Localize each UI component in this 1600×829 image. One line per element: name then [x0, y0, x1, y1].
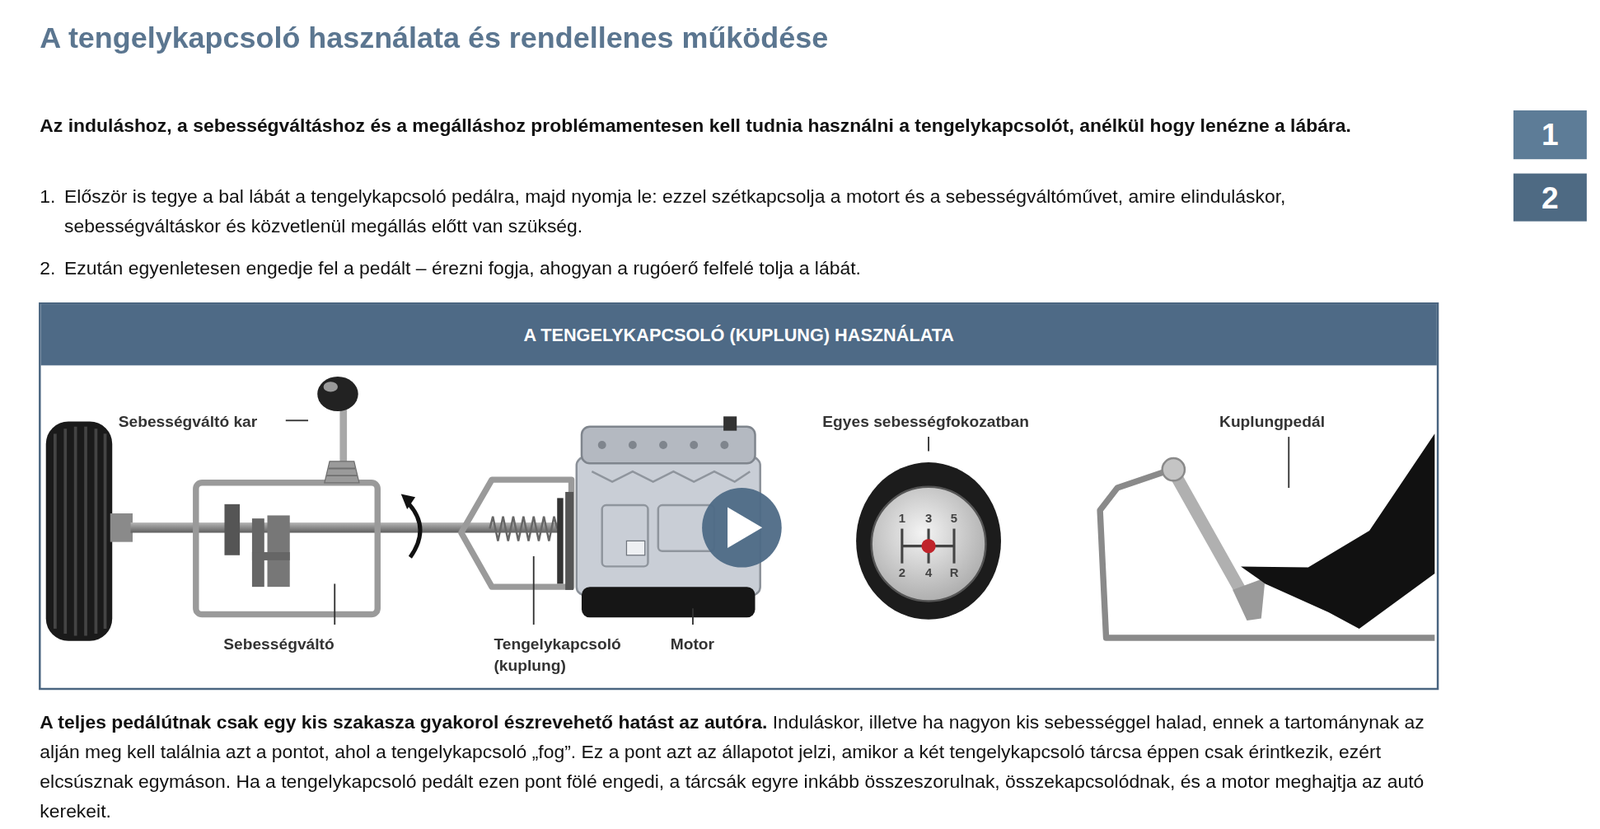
gear-number: R [949, 566, 960, 581]
engine [576, 416, 782, 618]
clutch-plate [556, 497, 563, 584]
engine-detail [626, 540, 645, 555]
section-tab: 2 [1513, 173, 1587, 222]
section-tab: 1 [1513, 110, 1587, 160]
gear-number: 3 [925, 511, 932, 525]
list-number: 2. [39, 252, 65, 283]
play-icon [727, 507, 763, 549]
gearbox-housing [196, 482, 378, 615]
paragraph-lead: A teljes pedálútnak csak egy kis szakasz… [39, 711, 768, 733]
bolt [628, 440, 637, 450]
play-button [701, 487, 782, 568]
gear-number: 1 [898, 511, 906, 525]
leader-line [533, 556, 535, 625]
leader-line [692, 608, 694, 625]
paragraph: A teljes pedálútnak csak egy kis szakasz… [39, 706, 1427, 826]
knob-face [871, 486, 987, 602]
figure-panel: A TENGELYKAPCSOLÓ (KUPLUNG) HASZNÁLATA [38, 302, 1439, 691]
pedal-pivot [1162, 458, 1185, 481]
bolt [689, 440, 698, 450]
tyre [46, 421, 113, 641]
part-label: Motor [670, 632, 715, 655]
bolt [659, 440, 668, 450]
engine-rib [591, 471, 750, 482]
oil-pan [581, 586, 756, 618]
page-title: A tengelykapcsoló használata és rendelle… [39, 19, 829, 57]
clutch-housing [461, 479, 572, 587]
gear-number: 2 [898, 566, 906, 581]
tread [74, 426, 78, 637]
part-label: Sebességváltó kar [118, 410, 258, 432]
tab-number: 2 [1541, 180, 1559, 216]
part-label: Tengelykapcsoló (kuplung) [493, 632, 647, 676]
gear [266, 514, 290, 587]
arrowhead [401, 493, 416, 510]
tread [63, 428, 67, 634]
leader-line [285, 419, 309, 422]
hub [110, 513, 133, 543]
bolt [598, 440, 607, 450]
panel-heading: A TENGELYKAPCSOLÓ (KUPLUNG) HASZNÁLATA [41, 304, 1437, 365]
part-label: Sebességváltó [223, 632, 334, 655]
engine-cap [723, 416, 737, 431]
rotation-arrow [409, 504, 421, 557]
clutch-plate [565, 491, 574, 590]
list-text: Először is tegye a bal lábát a tengelyka… [64, 181, 1422, 241]
intro-text: Az induláshoz, a sebességváltáshoz és a … [39, 110, 1413, 141]
tread [53, 433, 57, 629]
part-label: Kuplungpedál [1219, 410, 1325, 432]
tread [84, 426, 88, 637]
bolt [720, 440, 729, 450]
tab-number: 1 [1541, 116, 1559, 152]
lever-boot [326, 474, 357, 477]
position-dot [921, 538, 936, 553]
engine-panel [602, 505, 649, 567]
gear-number: 5 [950, 511, 958, 525]
lever-knob [317, 376, 359, 412]
lever-boot [324, 461, 360, 483]
tread [103, 433, 108, 629]
lever-knob [323, 381, 338, 392]
gear-knob [856, 462, 1002, 620]
clutch-spring [489, 516, 557, 542]
gear-number: 4 [925, 566, 932, 581]
list-text: Ezután egyenletesen engedje fel a pedált… [64, 252, 1422, 283]
gear-shaft [252, 552, 291, 561]
lever-stick [339, 406, 347, 466]
lever-boot [328, 467, 356, 470]
pedal-pad [1232, 577, 1266, 621]
pedal-arm [1173, 471, 1247, 603]
leader-line [1287, 436, 1290, 488]
list-number: 1. [39, 181, 65, 211]
gear [224, 504, 240, 556]
panel-ground [39, 303, 1438, 689]
leader-line [333, 583, 336, 625]
tread [94, 428, 99, 634]
part-label: Egyes sebességfokozatban [822, 410, 1030, 432]
cylinder-head [581, 426, 756, 464]
leader-line [927, 436, 930, 451]
wheel [46, 421, 133, 641]
foot [1240, 433, 1435, 629]
